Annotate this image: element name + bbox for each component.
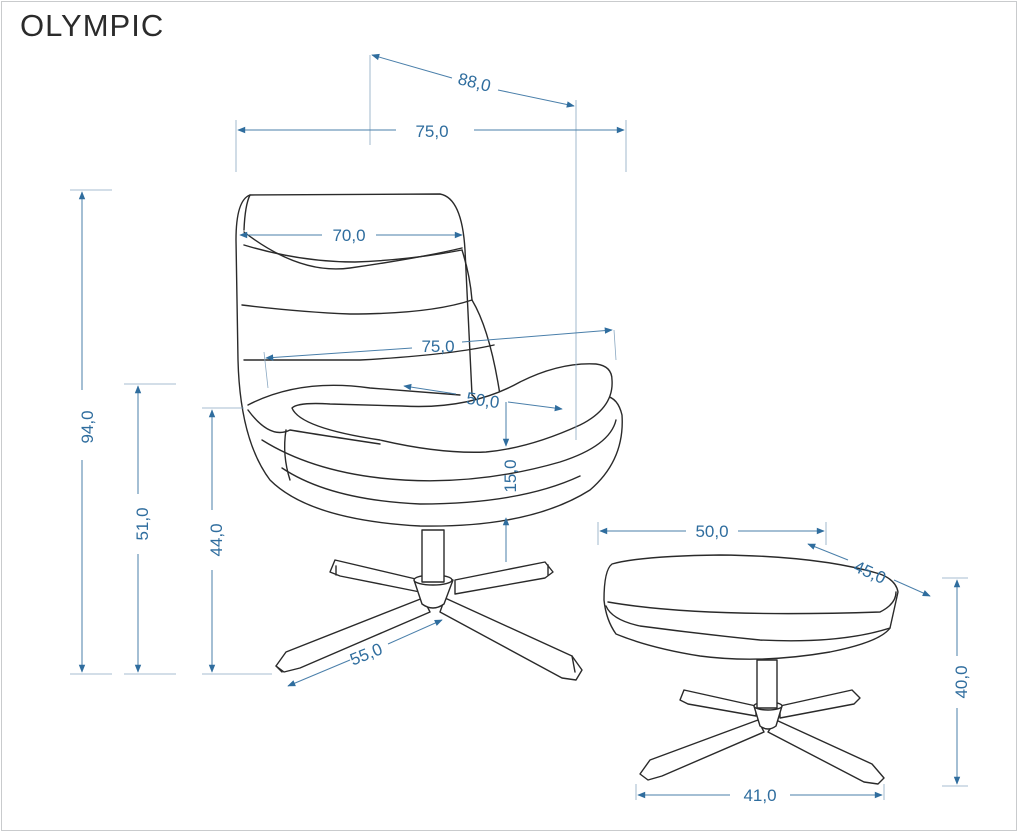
ottoman-cushion [603, 554, 899, 660]
dim-seat-height: 44,0 [207, 523, 226, 556]
ottoman-base [639, 659, 885, 785]
chair-base [275, 529, 583, 681]
dim-ottoman-base: 41,0 [743, 786, 776, 805]
ottoman-drawing [603, 554, 899, 785]
dim-ottoman-height: 40,0 [952, 665, 971, 698]
dim-seat-depth: 50,0 [465, 389, 500, 412]
dim-backrest-width: 70,0 [332, 226, 365, 245]
dim-seat-width: 75,0 [421, 337, 454, 356]
dim-chair-depth: 88,0 [456, 69, 493, 95]
chair-drawing [235, 193, 623, 681]
dim-total-height: 94,0 [78, 410, 97, 443]
product-title: OLYMPIC [20, 8, 165, 43]
dimension-labels: 88,0 75,0 70,0 75,0 50,0 15,0 94,0 51,0 … [78, 69, 971, 805]
dim-armrest-height: 51,0 [133, 507, 152, 540]
dim-seat-thickness: 15,0 [501, 459, 520, 492]
dimension-lines [70, 53, 968, 800]
dim-chair-width-top: 75,0 [415, 122, 448, 141]
dim-ottoman-width: 50,0 [695, 522, 728, 541]
chair-shell [235, 193, 623, 527]
